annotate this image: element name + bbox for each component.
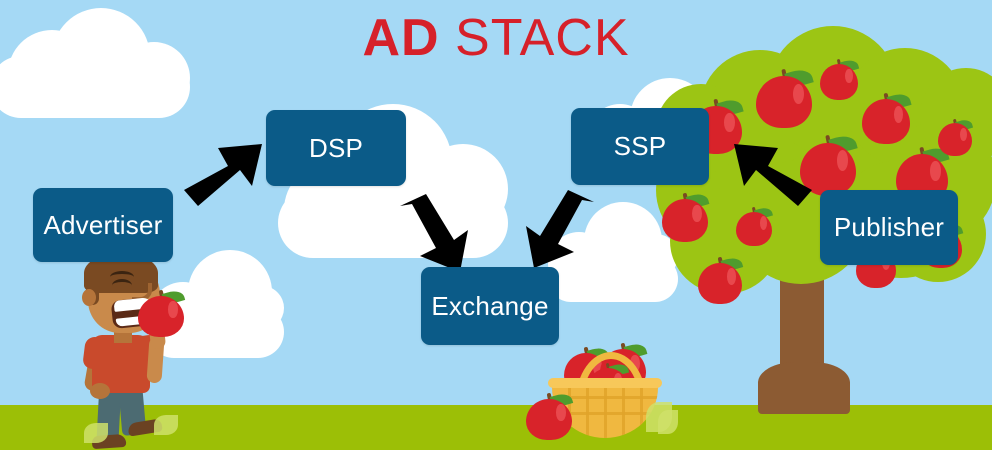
cloud-top-left <box>0 8 190 118</box>
node-publisher[interactable]: Publisher <box>820 190 958 265</box>
page-title: AD STACK <box>0 8 992 68</box>
node-dsp-label: DSP <box>308 132 364 163</box>
arrow-icon <box>526 190 594 268</box>
node-advertiser-label: Advertiser <box>43 209 163 240</box>
grass-blade <box>658 410 678 434</box>
node-exchange[interactable]: Exchange <box>421 267 559 345</box>
tree-trunk-flare <box>758 362 850 414</box>
node-publisher-label: Publisher <box>833 212 945 242</box>
apple <box>820 57 860 100</box>
apple <box>698 255 744 304</box>
grass-blade <box>84 423 108 443</box>
man-sleeve-left <box>82 335 106 371</box>
apple-tree <box>640 10 992 430</box>
node-advertiser[interactable]: Advertiser <box>33 188 173 262</box>
apple <box>662 191 710 242</box>
apple <box>756 67 814 128</box>
apple <box>862 91 912 144</box>
apple-basket <box>526 340 678 440</box>
node-ssp-label: SSP <box>613 131 667 161</box>
grass-blade <box>154 415 178 435</box>
man-eating-apple <box>70 245 230 450</box>
apple <box>800 133 858 196</box>
man-eyebrow <box>110 271 134 283</box>
man-hand-on-hip <box>90 383 110 399</box>
arrow-ssp-to-exchange <box>518 188 602 270</box>
page-title-bold: AD <box>362 9 440 67</box>
arrow-advertiser-to-dsp <box>182 136 266 208</box>
basket-rim <box>548 378 662 388</box>
apple <box>736 205 774 246</box>
node-dsp[interactable]: DSP <box>266 110 406 186</box>
page-title-light: STACK <box>439 9 630 67</box>
arrow-icon <box>734 144 812 206</box>
arrow-publisher-to-ssp <box>726 138 814 208</box>
man-ear <box>82 289 96 306</box>
arrow-icon <box>184 144 262 206</box>
apple-in-hand <box>138 288 186 337</box>
apple <box>938 117 974 156</box>
arrow-icon <box>400 194 468 272</box>
apple-on-ground <box>526 391 574 440</box>
arrow-dsp-to-exchange <box>392 192 472 274</box>
node-exchange-label: Exchange <box>431 290 549 321</box>
node-ssp[interactable]: SSP <box>571 108 709 185</box>
